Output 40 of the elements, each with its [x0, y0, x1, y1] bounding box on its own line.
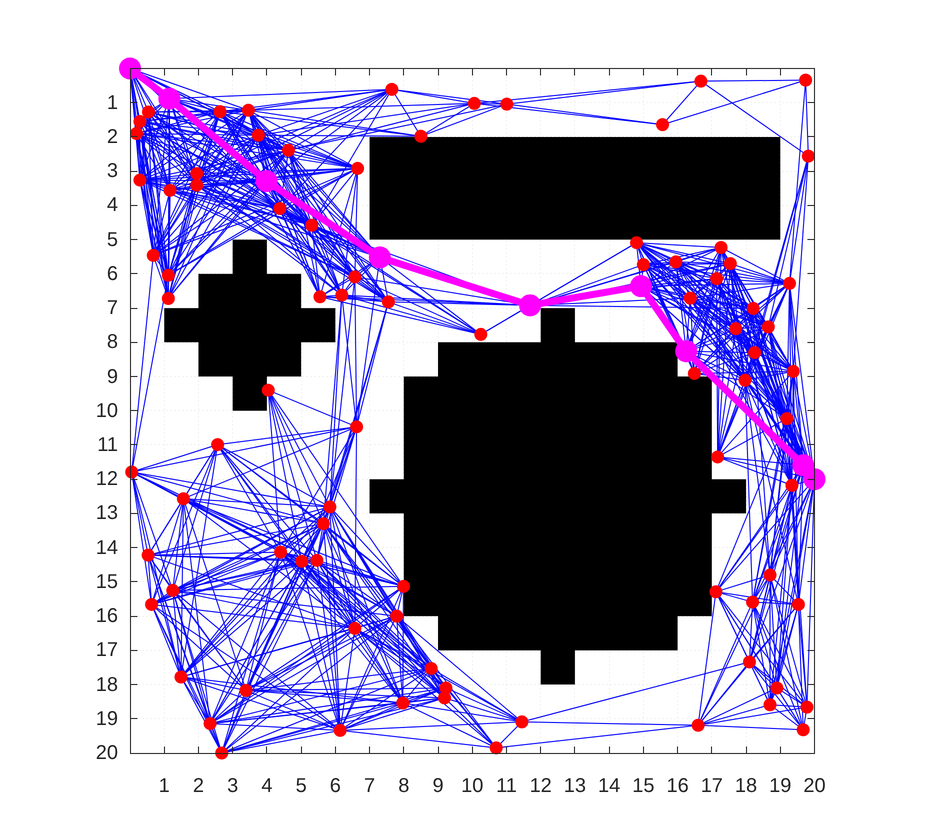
x-axis-tick-label: 20 — [803, 774, 826, 796]
y-axis-tick-label: 17 — [96, 639, 118, 662]
x-axis-tick-label: 11 — [496, 774, 517, 796]
x-axis-tick-label: 15 — [632, 774, 654, 796]
y-axis-tick-label: 10 — [96, 400, 118, 422]
y-axis-tick-label: 1 — [106, 92, 118, 114]
x-axis-tick-label: 18 — [734, 774, 758, 796]
x-axis-tick-label: 14 — [598, 774, 620, 796]
y-axis-tick-label: 7 — [106, 297, 118, 320]
x-axis-tick-label: 16 — [666, 774, 689, 796]
x-axis-tick-label: 2 — [192, 774, 204, 796]
y-axis-tick-label: 3 — [106, 160, 118, 182]
y-axis-tick-label: 16 — [96, 605, 118, 628]
y-axis-tick-label: 18 — [96, 674, 118, 696]
x-axis-tick-label: 6 — [330, 774, 341, 796]
y-axis-tick-label: 6 — [106, 262, 118, 285]
x-axis-tick-label: 5 — [296, 774, 307, 796]
y-axis-tick-label: 19 — [96, 708, 118, 730]
x-axis-tick-label: 9 — [432, 774, 444, 796]
y-axis-tick-label: 8 — [106, 331, 118, 354]
x-axis-tick-label: 3 — [227, 774, 238, 796]
x-axis-tick-label: 7 — [364, 774, 376, 796]
x-axis-tick-label: 17 — [700, 774, 723, 796]
x-axis-tick-label: 12 — [530, 774, 552, 796]
y-axis-tick-label: 9 — [106, 366, 118, 388]
x-axis-tick-label: 4 — [261, 774, 272, 796]
y-axis-tick-label: 5 — [106, 228, 118, 251]
x-axis-tick-label: 19 — [769, 774, 792, 796]
x-axis-tick-label: 8 — [398, 774, 410, 796]
x-axis-tick-label: 13 — [564, 774, 586, 796]
y-axis-tick-label: 14 — [96, 536, 118, 559]
y-axis-tick-label: 15 — [96, 570, 118, 593]
x-axis-tick-label: 10 — [461, 774, 484, 796]
x-axis-tick-label: 1 — [158, 774, 170, 796]
y-axis-tick-label: 20 — [96, 742, 118, 764]
y-axis-tick-label: 11 — [97, 434, 118, 456]
y-axis-tick-label: 2 — [106, 126, 118, 148]
y-axis-tick-label: 4 — [106, 194, 118, 216]
y-axis-tick-label: 13 — [96, 502, 118, 524]
y-axis-tick-label: 12 — [96, 468, 118, 490]
